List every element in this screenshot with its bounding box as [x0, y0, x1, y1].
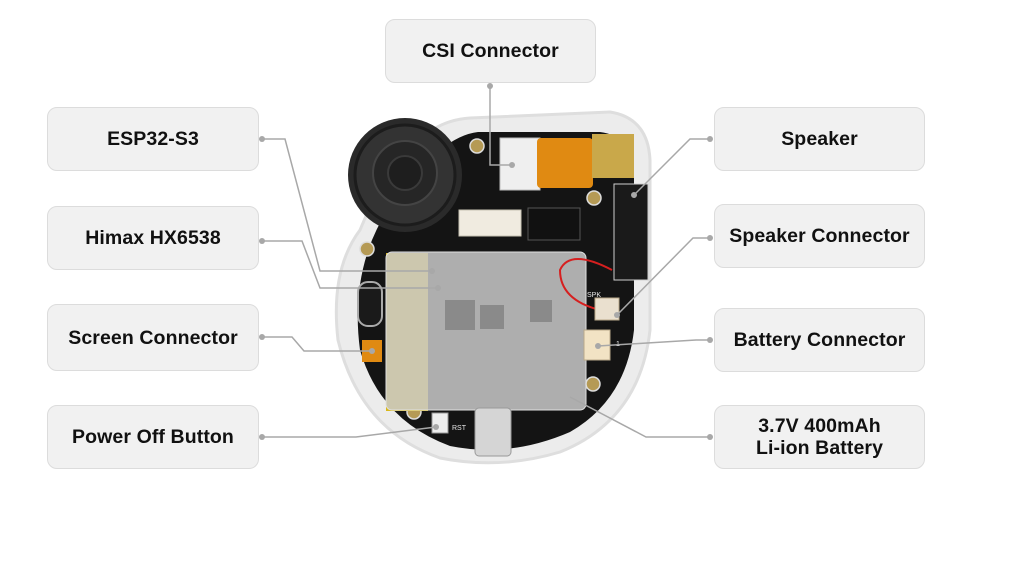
label-text: ESP32-S3 — [107, 128, 199, 150]
white-header — [458, 209, 522, 237]
leader-esp32 — [262, 138, 432, 272]
leader-batconn — [597, 339, 710, 347]
label-text: CSI Connector — [422, 40, 559, 62]
leader-lines — [262, 86, 710, 438]
pin-header — [527, 207, 581, 241]
rst-silkscreen: RST — [452, 425, 467, 432]
label-text: Power Off Button — [72, 426, 234, 448]
csi-connector-part — [499, 137, 541, 191]
battery-body — [385, 251, 587, 411]
label-csi-connector: CSI Connector — [385, 19, 596, 83]
label-himax: Himax HX6538 — [47, 206, 259, 270]
label-power-off-button: Power Off Button — [47, 405, 259, 469]
usb-c-port-bottom — [474, 407, 512, 457]
label-text: Speaker Connector — [729, 225, 910, 247]
leader-spkconn — [616, 237, 710, 316]
label-speaker-connector: Speaker Connector — [714, 204, 925, 268]
leader-speaker — [633, 138, 710, 196]
spk-silkscreen: SPK — [587, 292, 601, 299]
speaker-connector-part — [594, 297, 620, 321]
leader-power — [262, 426, 437, 438]
label-text: Himax HX6538 — [85, 227, 221, 249]
label-screen-connector: Screen Connector — [47, 304, 259, 371]
leader-himax — [262, 240, 438, 289]
power-off-button-part — [431, 412, 449, 434]
label-speaker: Speaker — [714, 107, 925, 171]
label-text: 3.7V 400mAh Li-ion Battery — [755, 415, 884, 459]
leader-battery — [569, 396, 710, 438]
joystick-knob — [348, 118, 462, 232]
label-text: Battery Connector — [733, 329, 906, 351]
label-esp32-s3: ESP32-S3 — [47, 107, 259, 171]
leader-csi — [489, 86, 512, 166]
camera-module — [592, 134, 634, 178]
speaker-part — [613, 183, 649, 281]
speaker-wire — [558, 258, 613, 311]
leader-screen — [262, 336, 372, 352]
usb-c-port-left — [357, 281, 383, 327]
camera-flex — [537, 138, 593, 188]
label-battery: 3.7V 400mAh Li-ion Battery — [714, 405, 925, 469]
chips — [445, 300, 552, 330]
label-battery-connector: Battery Connector — [714, 308, 925, 372]
leader-dots — [259, 83, 713, 440]
label-text: Speaker — [781, 128, 858, 150]
label-text: Screen Connector — [68, 326, 238, 349]
